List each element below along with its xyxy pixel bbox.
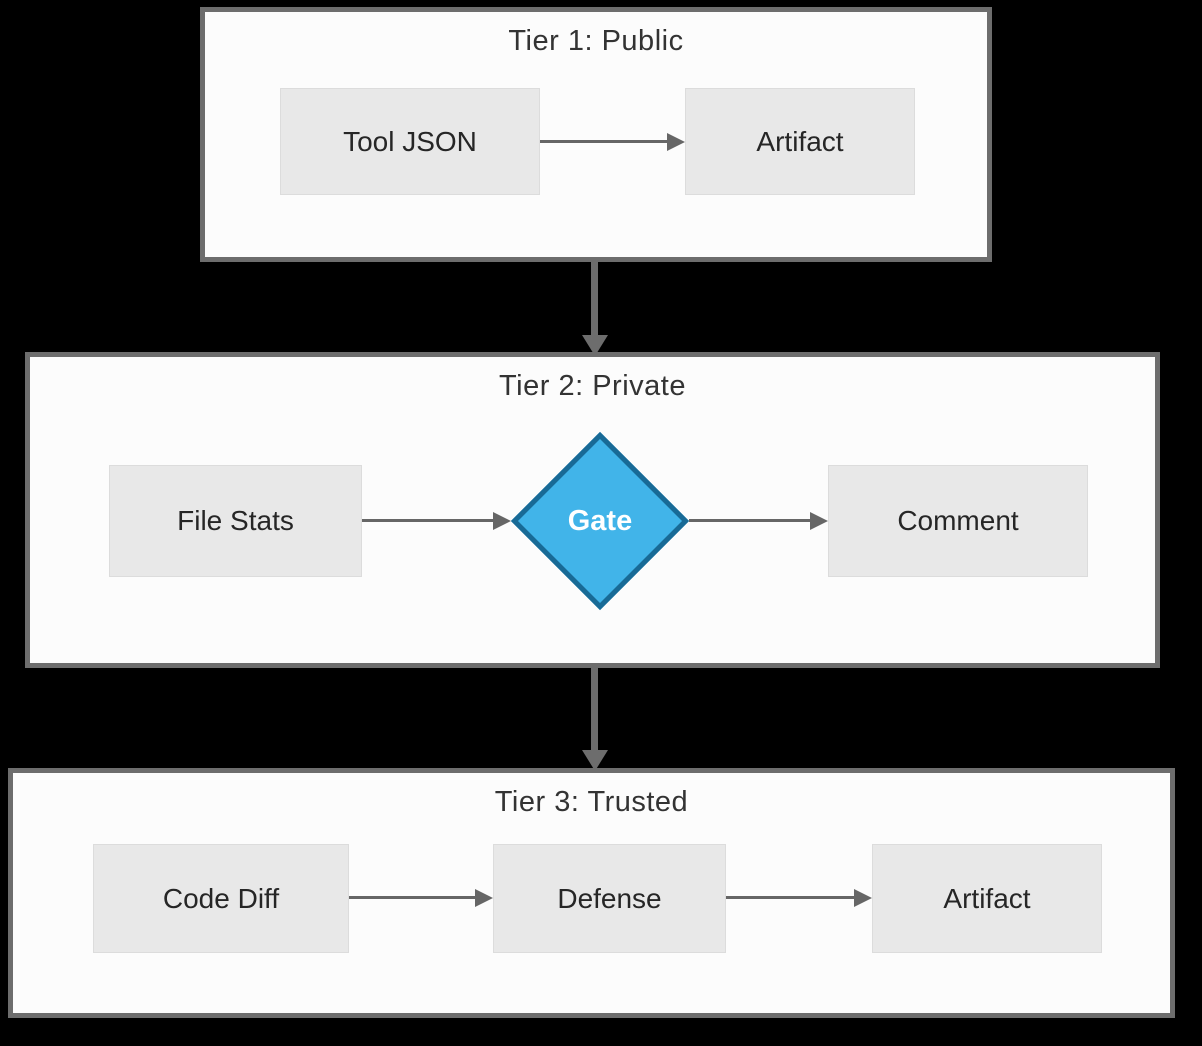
connector-tier2-to-tier3-head — [582, 750, 608, 771]
tier2-title: Tier 2: Private — [499, 370, 686, 402]
node-code-diff-label: Code Diff — [162, 882, 280, 914]
tier2-private-container: Tier 2: Private File Stats Gate Comment — [25, 352, 1160, 668]
arrow-defense-to-artifact-head — [854, 889, 872, 907]
arrow-gate-to-comment-head — [810, 512, 828, 530]
arrow-file-stats-to-gate-line — [362, 519, 493, 522]
arrow-tool-json-to-artifact-head — [667, 133, 685, 151]
connector-tier1-to-tier2-line — [591, 258, 598, 338]
node-artifact-tier1: Artifact — [685, 88, 915, 195]
node-defense: Defense — [493, 844, 726, 953]
node-artifact-tier1-label: Artifact — [756, 125, 844, 157]
node-file-stats-label: File Stats — [177, 505, 294, 536]
arrow-code-diff-to-defense-line — [349, 896, 475, 899]
node-artifact-tier3-label: Artifact — [943, 882, 1031, 914]
gate-label: Gate — [567, 504, 633, 537]
node-artifact-tier3: Artifact — [872, 844, 1102, 953]
node-tool-json: Tool JSON — [280, 88, 540, 195]
tier3-title: Tier 3: Trusted — [494, 786, 689, 818]
node-defense-label: Defense — [557, 882, 662, 914]
tier3-trusted-container: Tier 3: Trusted Code Diff Defense Artifa… — [8, 768, 1175, 1018]
arrow-tool-json-to-artifact-line — [540, 140, 667, 143]
tier1-public-container: Tier 1: Public Tool JSON Artifact — [200, 7, 992, 262]
tier1-title: Tier 1: Public — [508, 25, 684, 57]
connector-tier1-to-tier2-head — [582, 335, 608, 356]
node-comment-label: Comment — [897, 505, 1019, 536]
arrow-gate-to-comment-line — [689, 519, 810, 522]
arrow-file-stats-to-gate-head — [493, 512, 511, 530]
node-code-diff: Code Diff — [93, 844, 349, 953]
connector-tier2-to-tier3-line — [591, 664, 598, 752]
node-tool-json-label: Tool JSON — [343, 125, 477, 157]
arrow-code-diff-to-defense-head — [475, 889, 493, 907]
node-comment: Comment — [828, 465, 1088, 577]
node-file-stats: File Stats — [109, 465, 362, 577]
arrow-defense-to-artifact-line — [726, 896, 854, 899]
